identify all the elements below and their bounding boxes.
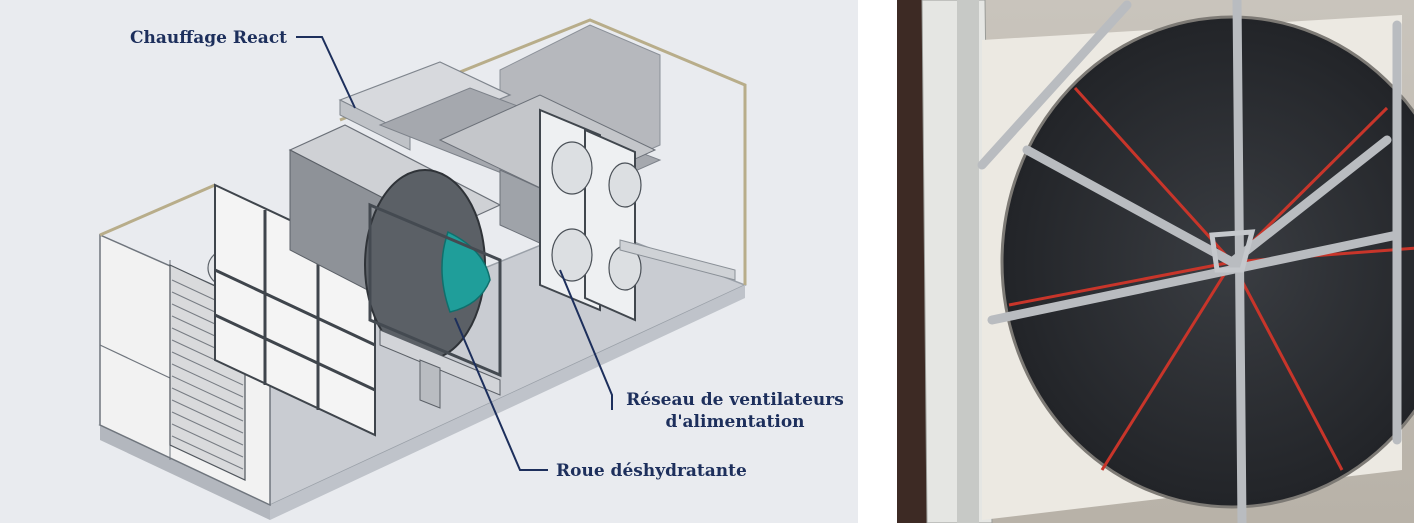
desiccant-wheel-photo (897, 0, 1414, 523)
label-supply-fan-array-line1: Réseau de ventilateurs (626, 390, 844, 410)
wheel-photo-panel (897, 0, 1414, 523)
label-supply-fan-array: Réseau de ventilateurs d'alimentation (622, 389, 848, 433)
desiccant-wheel-unit-drawing (98, 18, 747, 520)
label-desiccant-wheel: Roue déshydratante (556, 461, 747, 481)
label-supply-fan-array-line2: d'alimentation (665, 412, 805, 432)
schematic-panel: Chauffage React Réseau de ventilateurs d… (0, 0, 858, 523)
label-react-heater: Chauffage React (130, 28, 288, 48)
